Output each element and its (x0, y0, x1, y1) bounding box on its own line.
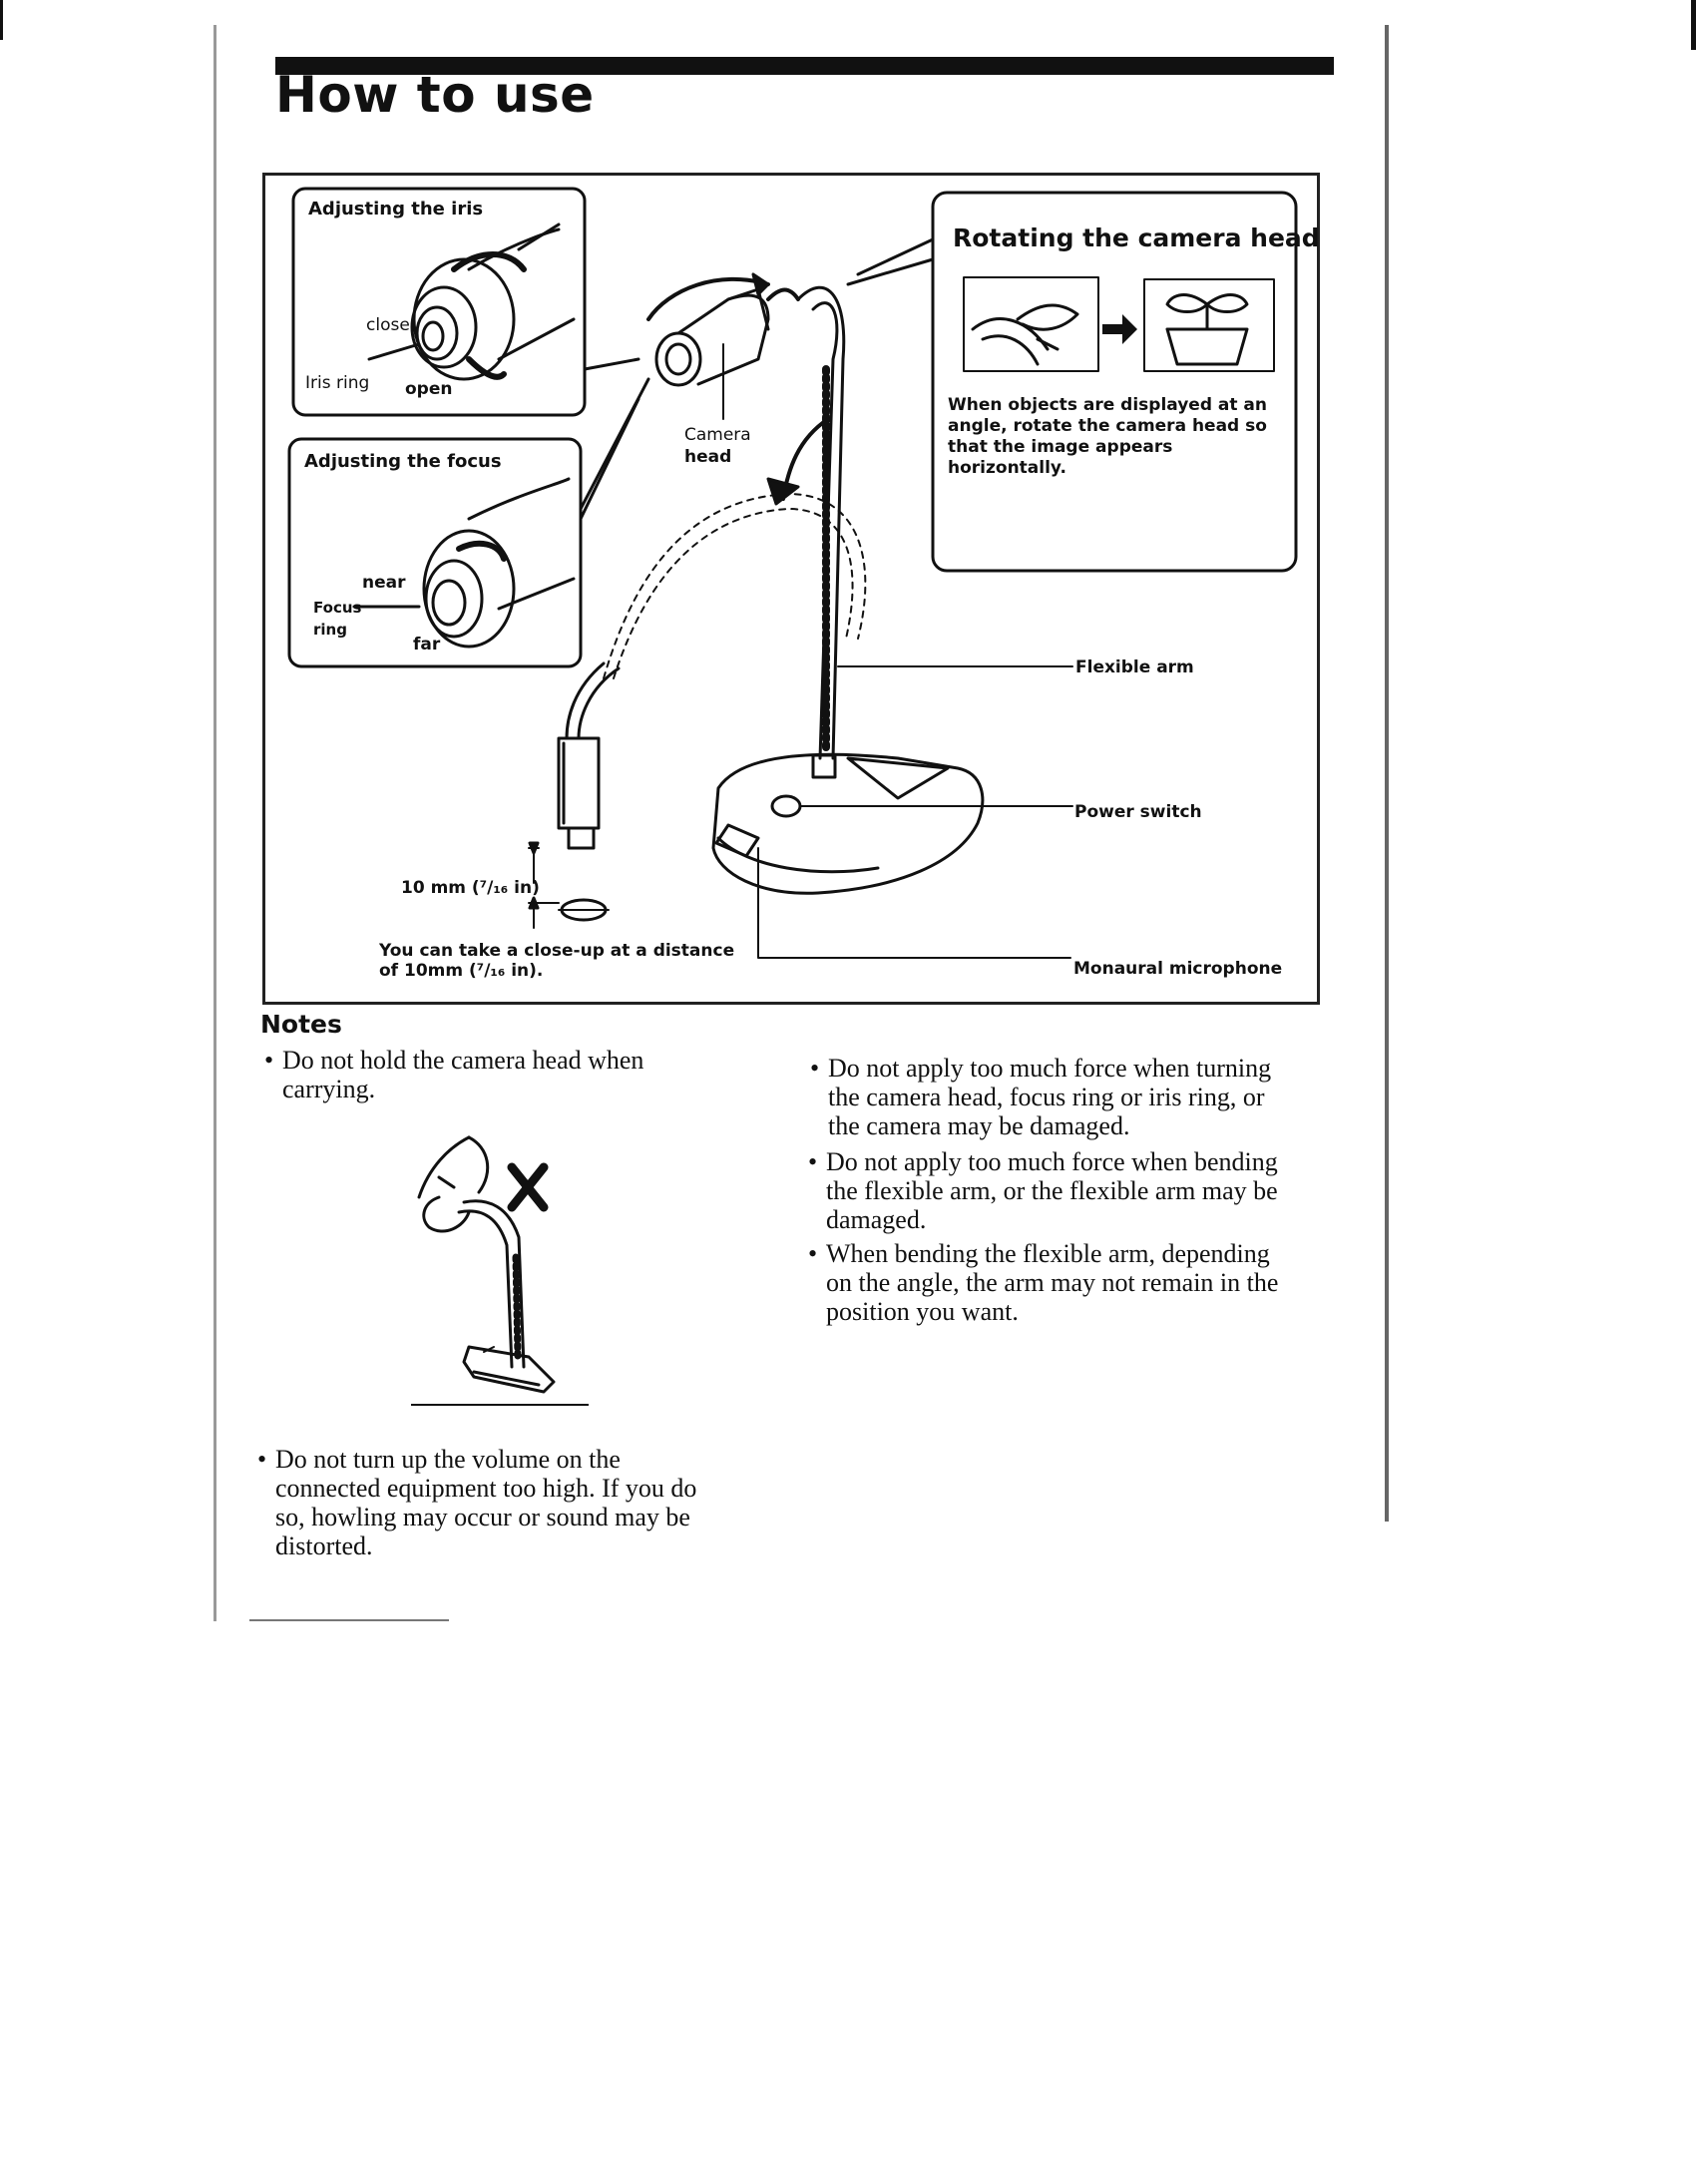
bullet-dot: • (808, 1147, 818, 1176)
monaural-microphone-label: Monaural microphone (1073, 959, 1283, 979)
note-right-2: • Do not apply too much force when bendi… (808, 1147, 1278, 1234)
note-right-3: • When bending the flexible arm, dependi… (808, 1239, 1279, 1326)
focus-near-label: near (362, 573, 406, 593)
note-right-2-line2: the flexible arm, or the flexible arm ma… (826, 1176, 1278, 1205)
scan-edge-top-left (0, 0, 3, 40)
note-left-2-line2: connected equipment too high. If you do (275, 1474, 697, 1503)
note-right-2-line3: damaged. (826, 1205, 927, 1234)
focus-ring-label-line2: ring (313, 621, 347, 639)
distance-label: 10 mm (⁷/₁₆ in) (401, 878, 540, 898)
note-left-1-line2: carrying. (282, 1075, 376, 1103)
power-switch-label: Power switch (1074, 802, 1202, 822)
closeup-label-line2: of 10mm (⁷/₁₆ in). (379, 961, 544, 981)
closeup-label-line1: You can take a close-up at a distance (379, 941, 735, 961)
rotate-inset-description: When objects are displayed at an angle, … (948, 395, 1287, 479)
note-right-3-line2: on the angle, the arm may not remain in … (826, 1268, 1279, 1297)
scan-edge-left (213, 25, 216, 1621)
bullet-dot: • (808, 1239, 818, 1268)
note-right-3-line3: position you want. (826, 1297, 1019, 1326)
bullet-dot: • (264, 1046, 274, 1075)
rotate-desc-line3: that the image appears horizontally. (948, 437, 1173, 478)
note-right-1-line3: the camera may be damaged. (828, 1111, 1130, 1140)
iris-ring-label: Iris ring (305, 373, 370, 393)
bullet-dot: • (810, 1054, 820, 1083)
flexible-arm-label: Flexible arm (1075, 657, 1194, 677)
rotate-inset-title: Rotating the camera head (953, 223, 1320, 252)
note-left-2-line3: so, howling may occur or sound may be (275, 1503, 690, 1531)
notes-heading: Notes (260, 1010, 342, 1039)
note-left-2: • Do not turn up the volume on the conne… (257, 1445, 697, 1560)
rotate-desc-line2: angle, rotate the camera head so (948, 416, 1267, 436)
bullet-dot: • (257, 1445, 267, 1474)
footer-rule (249, 1619, 449, 1621)
note-right-1: • Do not apply too much force when turni… (810, 1054, 1272, 1140)
focus-far-label: far (413, 635, 441, 655)
rotate-inset-box (931, 191, 1298, 573)
iris-inset-title: Adjusting the iris (308, 199, 484, 219)
note-left-1-line1: Do not hold the camera head when (282, 1046, 644, 1075)
focus-inset-title: Adjusting the focus (304, 451, 502, 472)
camera-head-label-line2: head (684, 447, 732, 467)
scan-edge-top-right (1691, 0, 1696, 50)
rotate-desc-line1: When objects are displayed at an (948, 395, 1268, 415)
iris-inset-box (291, 187, 587, 417)
header-rule (275, 57, 1334, 75)
note-right-1-line1: Do not apply too much force when turning (828, 1054, 1272, 1083)
scan-edge-right (1385, 25, 1389, 1522)
diagram-frame (262, 173, 1320, 1005)
camera-head-label-line1: Camera (684, 425, 751, 445)
note-left-1: • Do not hold the camera head when carry… (264, 1046, 644, 1103)
iris-open-label: open (405, 379, 453, 399)
note-left-2-line4: distorted. (275, 1531, 373, 1560)
note-right-2-line1: Do not apply too much force when bending (826, 1147, 1278, 1176)
page-title: How to use (275, 66, 595, 124)
focus-ring-label-line1: Focus (313, 599, 362, 617)
iris-close-label: close (366, 315, 410, 335)
note-left-2-line1: Do not turn up the volume on the (275, 1445, 621, 1474)
note-right-3-line1: When bending the flexible arm, depending (826, 1239, 1270, 1268)
focus-inset-box (287, 437, 583, 668)
note-right-1-line2: the camera head, focus ring or iris ring… (828, 1083, 1265, 1111)
